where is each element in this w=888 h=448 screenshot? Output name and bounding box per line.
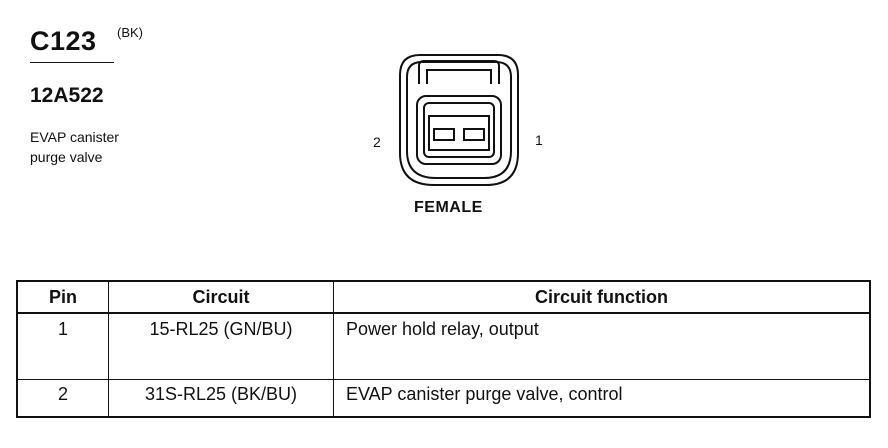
table-row: 2 31S-RL25 (BK/BU) EVAP canister purge v…: [16, 379, 871, 418]
function-cell: Power hold relay, output: [333, 312, 871, 380]
pin-number-1: 1: [535, 132, 543, 148]
pin-cell: 2: [16, 379, 109, 418]
column-header-function: Circuit function: [333, 280, 871, 314]
connector-color-code: (BK): [117, 25, 143, 40]
pin-2-terminal: [433, 128, 455, 141]
function-cell: EVAP canister purge valve, control: [333, 379, 871, 418]
pin-cell: 1: [16, 312, 109, 380]
terminal-cavity-outer: [416, 95, 502, 165]
pin-table: Pin Circuit Circuit function 1 15-RL25 (…: [16, 280, 871, 418]
component-name-line-2: purge valve: [30, 149, 103, 165]
pin-number-2: 2: [373, 134, 381, 150]
connector-housing-inner: [406, 61, 512, 179]
component-name: EVAP canister purge valve: [30, 127, 180, 167]
circuit-cell: 15-RL25 (GN/BU): [108, 312, 334, 380]
connector-face-diagram: [399, 54, 519, 186]
table-header-row: Pin Circuit Circuit function: [16, 280, 871, 314]
column-header-circuit: Circuit: [108, 280, 334, 314]
circuit-cell: 31S-RL25 (BK/BU): [108, 379, 334, 418]
terminal-block: [428, 115, 490, 151]
table-row: 1 15-RL25 (GN/BU) Power hold relay, outp…: [16, 312, 871, 380]
column-header-pin: Pin: [16, 280, 109, 314]
component-name-line-1: EVAP canister: [30, 129, 119, 145]
connector-housing-outer: [399, 54, 519, 186]
connector-id: C123: [30, 26, 97, 56]
part-number: 12A522: [30, 84, 104, 107]
connector-gender-label: FEMALE: [414, 199, 483, 216]
connector-id-underline: [30, 62, 114, 63]
terminal-cavity-inner: [423, 102, 495, 158]
locking-tab: [418, 60, 500, 84]
pin-1-terminal: [463, 128, 485, 141]
locking-tab-inner: [426, 69, 492, 84]
